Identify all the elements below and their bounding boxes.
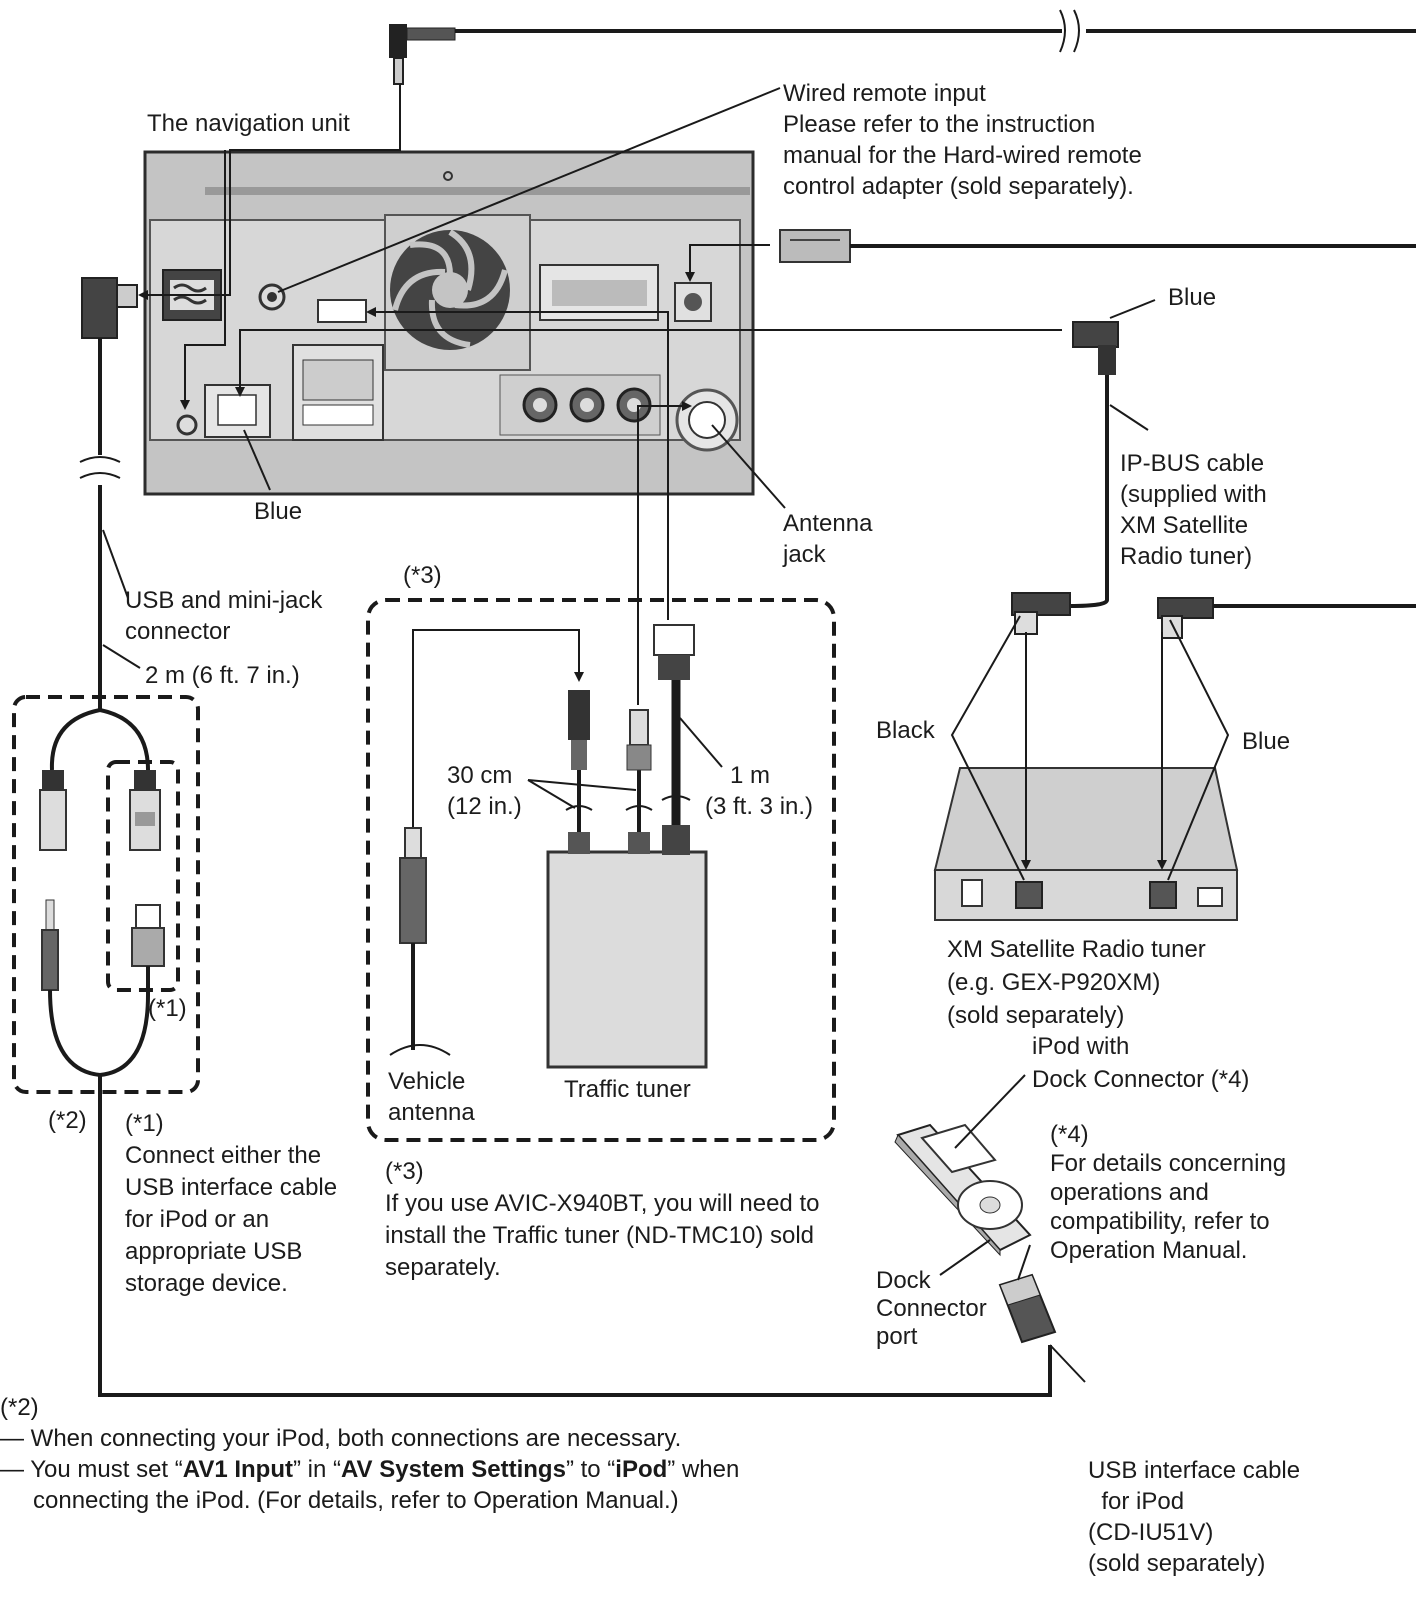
- ipbus-xm-group: [933, 299, 1416, 921]
- note2-line2: — You must set “AV1 Input” in “AV System…: [0, 1456, 740, 1483]
- label-length-30cm: 30 cm(12 in.): [447, 762, 522, 820]
- label-usb-cable-ipod: USB interface cable for iPod(CD-IU51V)(s…: [1088, 1457, 1301, 1577]
- note2-line3: connecting the iPod. (For details, refer…: [33, 1487, 679, 1514]
- traffic-tuner-group: [389, 624, 723, 1069]
- label-black: Black: [876, 717, 935, 744]
- label-blue-ipbus: Blue: [1168, 284, 1217, 311]
- label-navigation-unit: The navigation unit: [147, 110, 350, 137]
- note2-line1: — When connecting your iPod, both connec…: [0, 1425, 682, 1452]
- label-xm-tuner: XM Satellite Radio tuner(e.g. GEX-P920XM…: [947, 936, 1206, 1029]
- label-length-2m: 2 m (6 ft. 7 in.): [145, 662, 300, 689]
- dashed-frames: [12, 598, 836, 1142]
- label-note1-mark: (*1): [148, 995, 187, 1022]
- navigation-unit: [143, 150, 755, 496]
- label-blue-unit: Blue: [254, 498, 303, 525]
- wiring-diagram: [12, 9, 1416, 1397]
- ipod-device: [894, 1074, 1086, 1383]
- wired-remote-connector: [779, 229, 1416, 263]
- label-note3-mark: (*3): [403, 562, 442, 589]
- usb-minijack-cable: [39, 277, 1052, 1397]
- label-length-1m: 1 m(3 ft. 3 in.): [705, 762, 814, 820]
- note2-mark: (*2): [0, 1394, 39, 1421]
- label-blue-right: Blue: [1242, 728, 1291, 755]
- unit-connections: [138, 87, 1062, 705]
- note-2: (*2) — When connecting your iPod, both c…: [0, 1392, 739, 1516]
- label-note2-mark: (*2): [48, 1107, 87, 1134]
- label-traffic-tuner: Traffic tuner: [564, 1076, 691, 1103]
- note-3: (*3)If you use AVIC-X940BT, you will nee…: [385, 1158, 820, 1281]
